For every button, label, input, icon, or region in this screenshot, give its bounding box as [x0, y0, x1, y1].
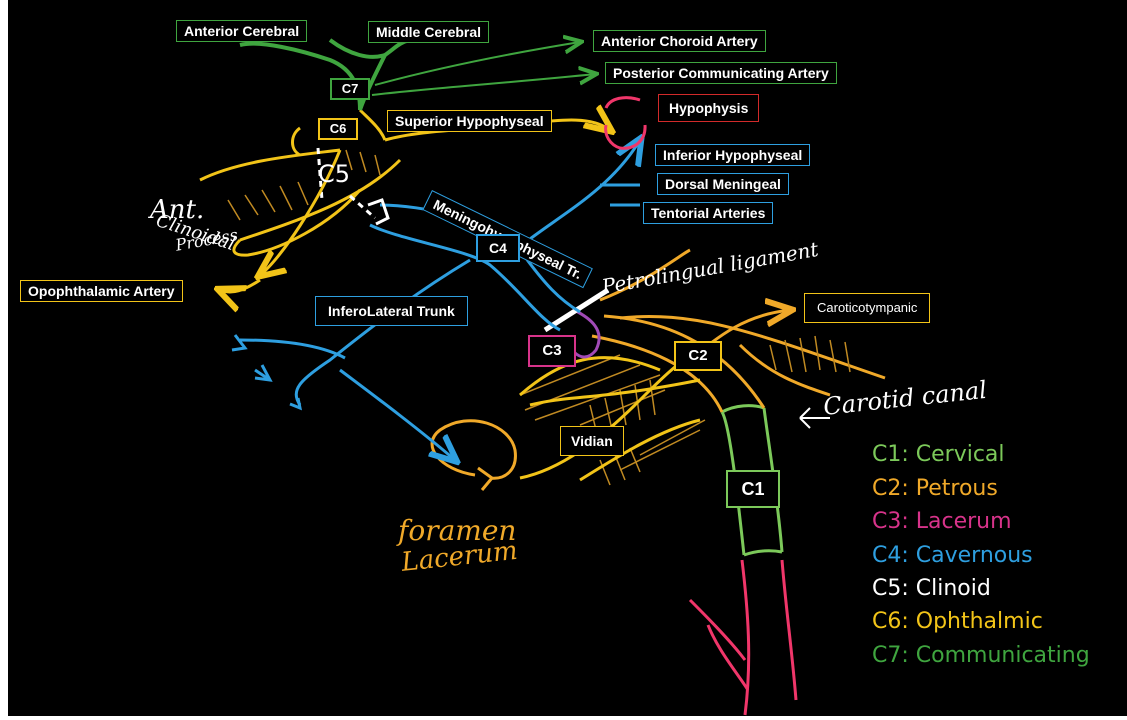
bone-outline — [519, 356, 701, 482]
carotid-canal-arrow — [799, 407, 830, 429]
c7-communicating-vessel — [239, 38, 411, 111]
middle-cerebral-label: Middle Cerebral — [368, 21, 490, 43]
legend-item-c1: C1: Cervical — [872, 442, 1005, 467]
vidian-vessel — [519, 348, 701, 480]
anterior-choroid-label: Anterior Choroid Artery — [593, 30, 766, 52]
segment-c2-marker: C2 — [674, 341, 722, 371]
hypophysis-ring — [604, 96, 647, 150]
bottom-border — [0, 716, 1127, 720]
legend-item-c5: C5: Clinoid — [872, 576, 991, 601]
segment-c5-marker: C5 — [318, 160, 351, 188]
c3-lacerum-vessel — [572, 308, 601, 359]
segment-c4-marker: C4 — [476, 234, 520, 262]
foramen-text: foramen — [398, 514, 517, 547]
hypophysis-label: Hypophysis — [658, 94, 760, 122]
c1-cervical-vessel — [688, 559, 798, 716]
segment-c7-marker: C7 — [330, 78, 370, 100]
legend-item-c4: C4: Cavernous — [872, 543, 1033, 568]
ant-clinoid-text-line1: Ant. — [150, 195, 205, 225]
segment-c3-marker: C3 — [528, 335, 576, 367]
vidian-label: Vidian — [560, 426, 624, 456]
anterior-cerebral-label: Anterior Cerebral — [176, 20, 308, 42]
c2-petrous-vessel — [591, 248, 886, 413]
caroticotympanic-label: Caroticotympanic — [804, 293, 931, 323]
inferior-hypophyseal-label: Inferior Hypophyseal — [655, 144, 811, 166]
tentorial-arteries-label: Tentorial Arteries — [643, 202, 774, 224]
inferolateral-trunk-label: InferoLateral Trunk — [315, 296, 468, 326]
posterior-communicating-label: Posterior Communicating Artery — [605, 62, 837, 84]
left-border — [0, 0, 8, 720]
c4-cavernous-vessel — [239, 140, 640, 460]
bone-hatching — [519, 335, 851, 486]
legend-item-c3: C3: Lacerum — [872, 509, 1012, 534]
segment-c6-marker: C6 — [318, 118, 358, 140]
legend-item-c6: C6: Ophthalmic — [872, 609, 1043, 634]
segment-c1-marker: C1 — [726, 470, 780, 508]
ophthalmic-artery-label: Opophthalamic Artery — [20, 280, 183, 302]
legend-item-c2: C2: Petrous — [872, 476, 998, 501]
legend-item-c7: C7: Communicating — [872, 643, 1090, 668]
dorsal-meningeal-label: Dorsal Meningeal — [657, 173, 789, 195]
c7-branch-arrows — [371, 42, 595, 96]
superior-hypophyseal-label: Superior Hypophyseal — [387, 110, 552, 132]
